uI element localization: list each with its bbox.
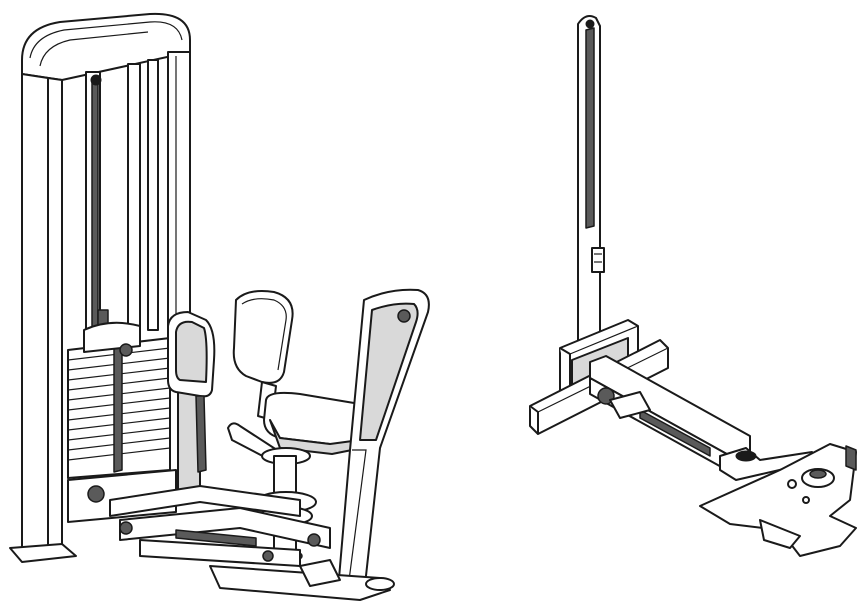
guide-rod-right (127, 63, 141, 333)
bottom-pulley (87, 485, 105, 503)
tower-base (9, 543, 77, 563)
assembled-machine-view (9, 12, 430, 601)
weight-plate-stack (67, 321, 171, 479)
machine-base-frame (109, 485, 395, 601)
left-thigh-pad (167, 311, 216, 473)
top-pulley (90, 74, 102, 86)
tower-top-cap (21, 12, 191, 81)
frame-upright-column (577, 15, 605, 345)
tower-right-upright (167, 51, 191, 327)
foot-plate (699, 443, 857, 557)
tower-left-upright (21, 73, 49, 553)
base-frame-assembly-view (529, 15, 857, 557)
weight-stack-tower (9, 12, 201, 563)
right-thigh-arm (337, 288, 430, 595)
main-base-beam (589, 355, 751, 475)
cable-clip (591, 247, 605, 273)
seat-cushion (263, 391, 374, 455)
